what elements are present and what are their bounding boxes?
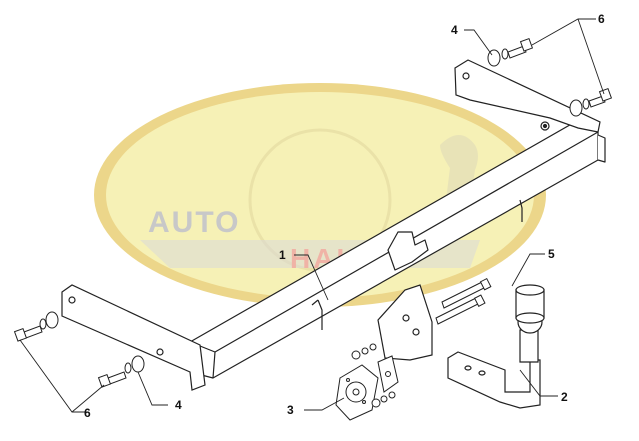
callout-3: 3: [287, 403, 294, 417]
fasteners-upper-right: [487, 37, 613, 117]
tow-ball-assembly: [447, 284, 545, 409]
callout-6-lower: 6: [84, 406, 91, 420]
leader-lines: [19, 18, 605, 413]
socket-plate: [335, 343, 399, 421]
callout-2: 2: [561, 390, 568, 404]
callout-6-upper: 6: [598, 12, 605, 26]
left-side-plate: [61, 284, 206, 391]
fasteners-lower-left: [13, 311, 145, 388]
bolt-set-5: [435, 277, 492, 325]
callout-labels: 1 2 3 4 4 5 6 6: [84, 12, 605, 420]
callout-4-lower: 4: [175, 398, 182, 412]
watermark-word-auto: AUTO: [148, 206, 240, 239]
right-side-plate: [454, 59, 601, 133]
callout-5: 5: [548, 247, 555, 261]
callout-1: 1: [279, 248, 286, 262]
callout-4-upper: 4: [451, 23, 458, 37]
